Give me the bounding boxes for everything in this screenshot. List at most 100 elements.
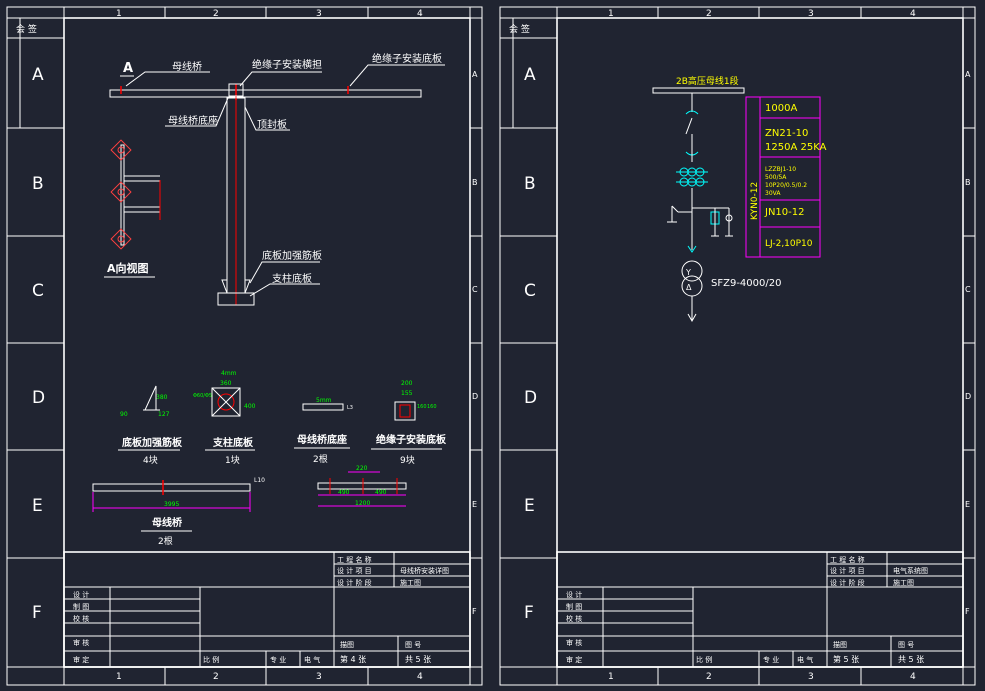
a-direction-view[interactable]: A向视图 <box>104 139 161 278</box>
role-draw-2: 制 图 <box>566 602 582 611</box>
bracket-dim-right: 490 <box>375 489 387 496</box>
sheet-2-title-block[interactable]: 工 程 名 称 设 计 项 目 设 计 阶 段 电气系统图 施工图 设 计 制 … <box>556 551 964 668</box>
role-approve-1: 审 定 <box>73 655 89 664</box>
row-label-b: B <box>32 174 44 194</box>
row-label-f: F <box>32 603 42 623</box>
col-label-3: 3 <box>316 9 322 19</box>
part-qty-insulator-plate: 9块 <box>400 454 415 466</box>
col-label-1: 1 <box>116 9 122 19</box>
plate-dim-hole: Φ60/Φ5 <box>193 393 212 399</box>
bridge-qty: 2根 <box>158 535 173 547</box>
s2-row-label-f-right: F <box>965 607 970 616</box>
sheet-1-outer-border <box>6 6 483 686</box>
role-design-1: 设 计 <box>73 590 89 599</box>
role-check-2: 校 核 <box>566 614 582 623</box>
base-dim-mark: L3 <box>347 405 353 411</box>
project-name-label-1: 工 程 名 称 <box>337 555 372 564</box>
design-item-label-2: 设 计 项 目 <box>830 566 865 575</box>
role-approve-2: 审 定 <box>566 655 582 664</box>
column-base-plate <box>217 292 255 306</box>
role-review-1: 审 核 <box>73 638 89 647</box>
col-label-3-bottom: 3 <box>316 672 322 682</box>
scale-label-1: 比 例 <box>203 655 219 664</box>
label-insulator-plate: 绝缘子安装底板 <box>372 52 442 65</box>
tracing-label-2: 描图 <box>833 640 847 649</box>
s2-countersign-label: 会 签 <box>509 23 530 35</box>
part-name-rib: 底板加强筋板 <box>122 436 183 449</box>
s2-row-label-a: A <box>524 65 536 85</box>
s2-row-label-b-right: B <box>965 178 971 187</box>
part-name-busbar-base: 母线桥底座 <box>297 433 347 446</box>
sheet-number-1: 第 4 张 <box>340 654 366 664</box>
col-label-1-bottom: 1 <box>116 672 122 682</box>
specialty-label-1: 专 业 <box>270 655 286 664</box>
plate-dim-width: 360 <box>220 380 232 387</box>
s2-col-label-3: 3 <box>808 9 814 19</box>
s2-row-label-c-right: C <box>965 285 971 294</box>
design-item-label-1: 设 计 项 目 <box>337 566 372 575</box>
insulator-dim-top: 200 <box>401 380 413 387</box>
design-stage-value-2: 施工图 <box>893 578 914 587</box>
s2-col-label-4-bottom: 4 <box>910 672 916 682</box>
part-qty-column-plate: 1块 <box>225 454 240 466</box>
sheet-1-title-block[interactable]: 工 程 名 称 设 计 项 目 设 计 阶 段 母线桥安装详图 施工图 设 计 … <box>63 551 471 668</box>
label-base-rib: 底板加强筋板 <box>262 249 322 262</box>
busbar-label: 2B高压母线1段 <box>676 75 739 87</box>
rib-dim-height: 380 <box>156 394 168 401</box>
row-label-c-right: C <box>472 285 478 294</box>
role-check-1: 校 核 <box>73 614 89 623</box>
transformer-model: SFZ9-4000/20 <box>711 278 781 289</box>
row-label-c: C <box>32 281 44 301</box>
part-name-insulator-plate: 绝缘子安装底板 <box>376 433 447 446</box>
busbar-bridge-elevation[interactable]: A 母线桥 绝缘子安装横担 绝缘子安装底板 母线桥底座 顶封板 底板加强筋板 支… <box>109 52 445 306</box>
single-line-diagram[interactable]: 2B高压母线1段 Y Δ SFZ9-4000 <box>652 75 827 323</box>
row-label-b-right: B <box>472 178 478 187</box>
drawing-number-label-2: 图 号 <box>898 641 914 649</box>
s2-col-label-1: 1 <box>608 9 614 19</box>
bracket-dim-total: 1200 <box>355 500 370 507</box>
equipment-breaker-model: ZN21-10 <box>765 128 808 139</box>
s2-row-label-c: C <box>524 281 536 301</box>
role-design-2: 设 计 <box>566 590 582 599</box>
col-label-2-bottom: 2 <box>213 672 219 682</box>
bracket-dim-spacing: 220 <box>356 465 368 472</box>
design-stage-value-1: 施工图 <box>400 578 421 587</box>
specialty-value-1: 电 气 <box>304 655 320 664</box>
sheet-number-2: 第 5 张 <box>833 654 859 664</box>
s2-col-label-2: 2 <box>706 9 712 19</box>
a-view-title: A向视图 <box>107 261 149 275</box>
rib-dim-width: 127 <box>158 411 170 418</box>
col-label-4-bottom: 4 <box>417 672 423 682</box>
design-item-value-2: 电气系统图 <box>893 566 928 575</box>
insulator-dim-h1: 160 <box>417 404 427 410</box>
s2-row-label-d: D <box>524 388 537 408</box>
row-label-d-right: D <box>472 392 478 401</box>
base-dim-thickness: 5mm <box>316 397 332 404</box>
equipment-earth-switch: JN10-12 <box>764 207 805 218</box>
busbar-bridge-long-view[interactable]: 3995 L10 母线桥 2根 220 490 490 1200 <box>92 465 407 547</box>
role-draw-1: 制 图 <box>73 602 89 611</box>
parts-detail-row[interactable]: 380 127 90 底板加强筋板 4块 4mm 360 400 Φ60/Φ5 … <box>118 370 447 466</box>
rib-dim-small: 90 <box>120 411 128 418</box>
countersign-label: 会 签 <box>16 23 37 35</box>
s2-row-label-b: B <box>524 174 536 194</box>
specialty-label-2: 专 业 <box>763 655 779 664</box>
equipment-breaker-rating: 1250A 25KA <box>765 142 827 153</box>
equipment-ct-model: LZZBJ1-10 <box>765 166 796 173</box>
design-stage-label-1: 设 计 阶 段 <box>337 578 372 587</box>
row-label-e-right: E <box>472 500 477 509</box>
label-column-plate: 支柱底板 <box>272 272 312 285</box>
design-stage-label-2: 设 计 阶 段 <box>830 578 865 587</box>
s2-col-label-3-bottom: 3 <box>808 672 814 682</box>
cabinet-equipment-table[interactable]: KYN0-12 1000A ZN21-10 1250A 25KA LZZBJ1-… <box>745 96 827 258</box>
plate-dim-height: 400 <box>244 403 256 410</box>
sheet-total-1: 共 5 张 <box>405 655 431 664</box>
equipment-ct-zero: LJ-2,10P10 <box>765 239 813 249</box>
label-busbar-bridge: 母线桥 <box>172 60 202 73</box>
sheet-total-2: 共 5 张 <box>898 655 924 664</box>
transformer-wye-symbol: Y <box>685 268 691 277</box>
role-review-2: 审 核 <box>566 638 582 647</box>
s2-col-label-2-bottom: 2 <box>706 672 712 682</box>
insulator-dim-h2: 160 <box>427 404 437 410</box>
